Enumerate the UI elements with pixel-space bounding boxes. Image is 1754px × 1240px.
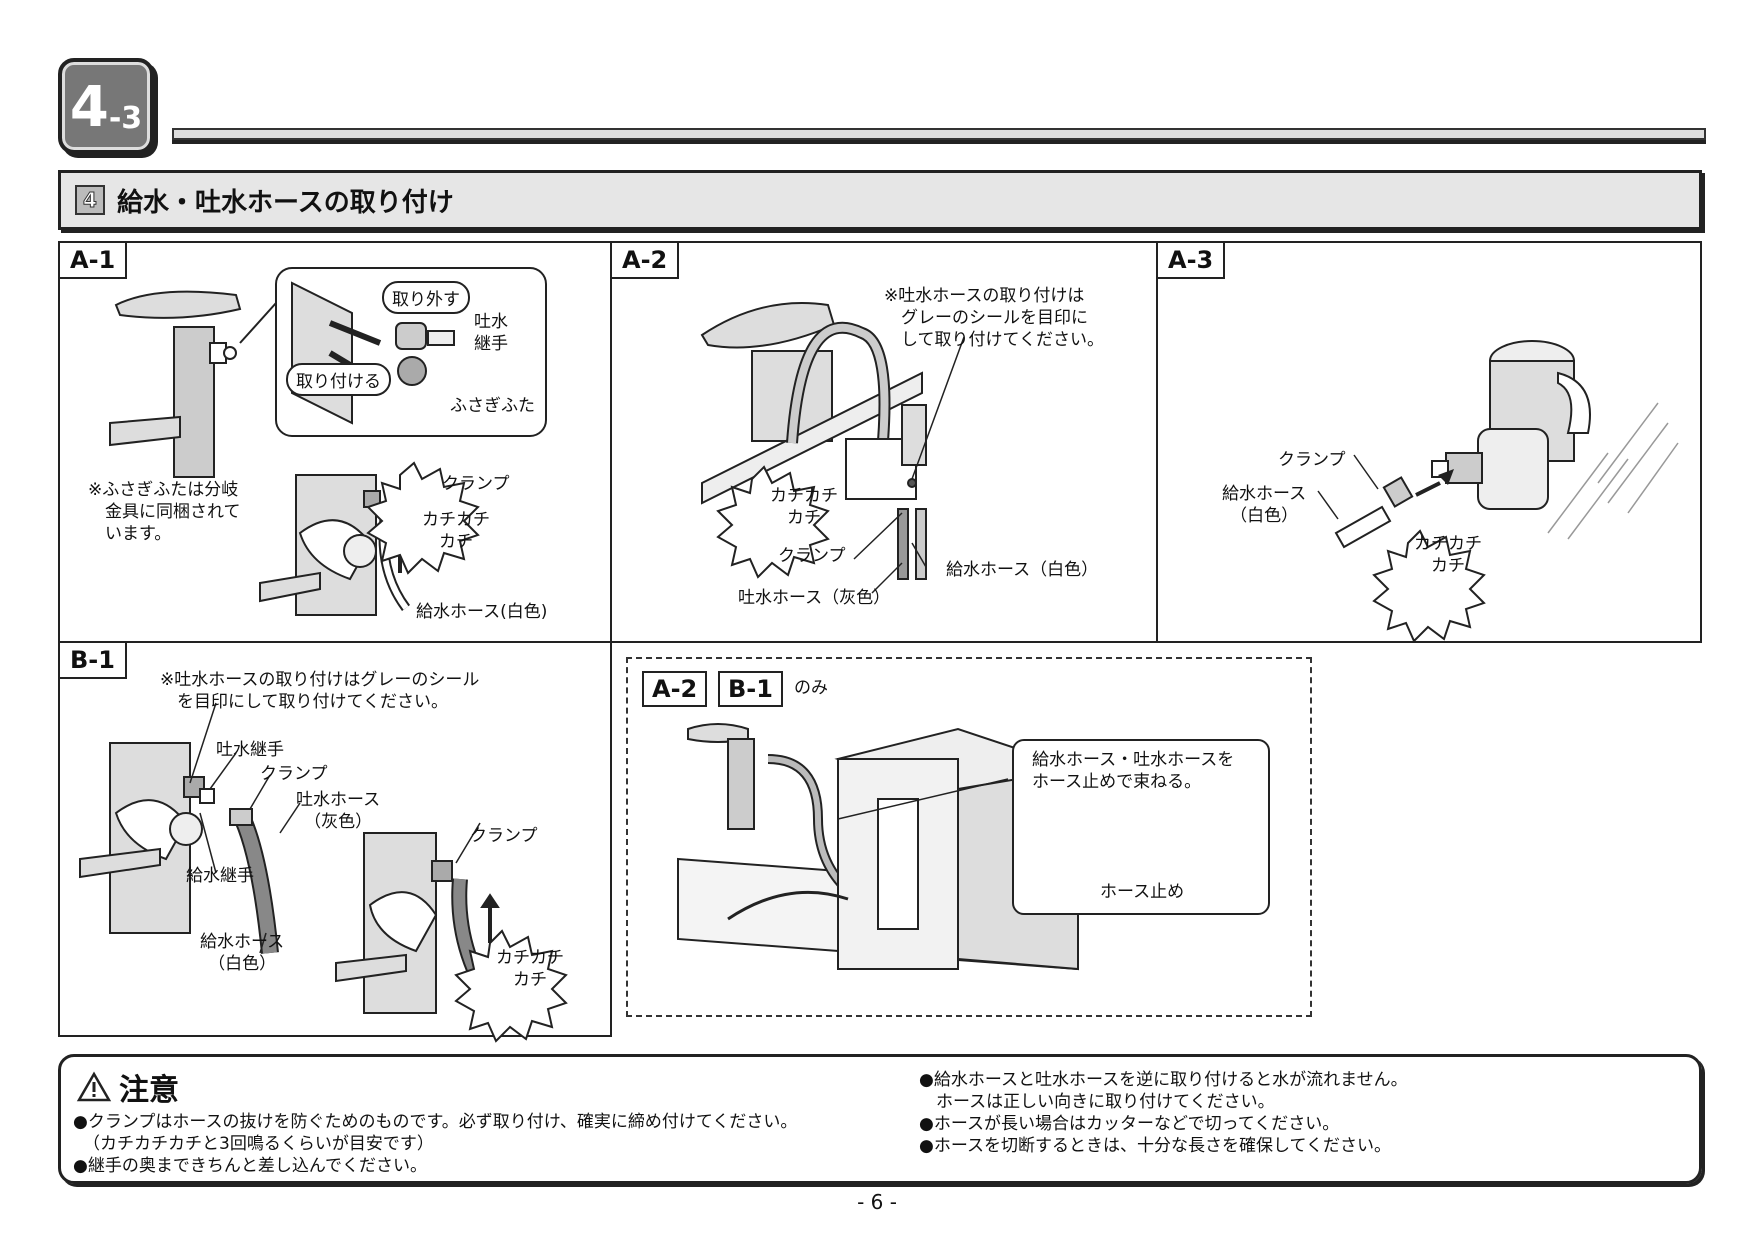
hose-stop-label: ホース止め (1100, 882, 1185, 902)
step-header: 4 給水・吐水ホースの取り付け (58, 170, 1702, 230)
panel-b1: B-1 ※吐水ホースの取り付けはグレーのシール を目 (58, 641, 612, 1043)
step-title: 給水・吐水ホースの取り付け (117, 187, 454, 218)
bundle-instruction: 給水ホース・吐水ホースを ホース止めで束ねる。 (1032, 750, 1235, 792)
cap-label: ふさぎふた (450, 396, 535, 416)
supply-hose-label: 給水ホース(白色) (416, 602, 548, 622)
clamp-label-1: クランプ (260, 764, 328, 784)
only-label: のみ (794, 678, 828, 698)
supply-hose-label: 給水ホース （白色） (1222, 484, 1307, 526)
faucet-illustration-a2 (700, 302, 965, 594)
clamp-label-2: クランプ (470, 826, 538, 846)
header-rule (172, 128, 1706, 140)
click-label: カチカチ カチ (496, 948, 564, 990)
caution-box: 注意 ●クランプはホースの抜けを防ぐためのものです。必ず取り付け、確実に締め付け… (58, 1054, 1702, 1184)
panel-tag: A-2 (612, 243, 680, 279)
outlet-joint-label: 吐水継手 (216, 740, 284, 760)
click-label: カチカチ カチ (1414, 534, 1482, 576)
attach-label: 取り付ける (286, 363, 391, 396)
clamp-label: クランプ (1278, 450, 1346, 470)
faucet-illustration-b1 (79, 702, 568, 1043)
caution-right-1: ●給水ホースと吐水ホースを逆に取り付けると水が流れません。 (919, 1070, 1408, 1090)
caution-title-text: 注意 (119, 1073, 179, 1108)
panel-tag: A-3 (1158, 243, 1226, 279)
caution-right-3: ●ホースが長い場合はカッターなどで切ってください。 (919, 1114, 1340, 1134)
valve-illustration-a3 (1317, 340, 1679, 643)
tag-a2: A-2 (642, 671, 708, 707)
clamp-label: クランプ (442, 474, 510, 494)
bundle-callout (1012, 739, 1270, 915)
panel-a3: A-3 クランプ 給水ホース （白色） カチカチ カチ (1156, 241, 1702, 643)
caution-right-2: ホースは正しい向きに取り付けてください。 (919, 1092, 1275, 1112)
panel-tag: B-1 (60, 643, 127, 679)
b1-note: ※吐水ホースの取り付けはグレーのシール を目印にして取り付けてください。 (160, 670, 480, 712)
click-label: カチカチ カチ (422, 510, 490, 552)
bundle-panel: A-2 B-1 のみ 給水ホース・吐水ホースを ホース止めで束ねる。 ホース止め (626, 657, 1312, 1017)
step-number: 4 (75, 185, 105, 215)
page-number: - 6 - (857, 1190, 897, 1214)
caution-left-2: （カチカチカチと3回鳴るくらいが目安です） (83, 1134, 434, 1154)
remove-label: 取り外す (382, 281, 470, 314)
caution-right-4: ●ホースを切断するときは、十分な長さを確保してください。 (919, 1136, 1391, 1156)
clamp-label: クランプ (778, 546, 846, 566)
panel-a2: A-2 ※吐水ホースの取り付けは グレーのシールを目印に して取り付けてください… (610, 241, 1158, 643)
outlet-joint-label: 吐水 継手 (474, 312, 508, 354)
outlet-hose-label: 吐水ホース （灰色） (296, 790, 381, 832)
click-label: カチカチ カチ (770, 486, 838, 528)
outlet-hose-label: 吐水ホース（灰色） (738, 588, 891, 608)
section-badge: 4 -3 (58, 58, 154, 154)
supply-hose-label: 給水ホース （白色） (200, 932, 285, 974)
section-number: 4 (69, 75, 109, 140)
supply-hose-label: 給水ホース（白色） (946, 560, 1099, 580)
caution-left-3: ●継手の奥まできちんと差し込んでください。 (73, 1156, 427, 1176)
a1-note: ※ふさぎふたは分岐 金具に同梱されて います。 (88, 480, 241, 544)
caution-left-1: ●クランプはホースの抜けを防ぐためのものです。必ず取り付け、確実に締め付けてくだ… (73, 1112, 798, 1132)
a2-note: ※吐水ホースの取り付けは グレーのシールを目印に して取り付けてください。 (884, 286, 1104, 350)
section-sub: -3 (108, 101, 143, 136)
panel-tag: A-1 (60, 243, 128, 279)
caution-title: 注意 (76, 1065, 179, 1109)
faucet-illustration-a1 (109, 267, 547, 616)
supply-joint-label: 給水継手 (186, 866, 254, 886)
tag-b1: B-1 (718, 671, 783, 707)
panel-a1: A-1 (58, 241, 612, 643)
warning-icon (76, 1071, 112, 1102)
